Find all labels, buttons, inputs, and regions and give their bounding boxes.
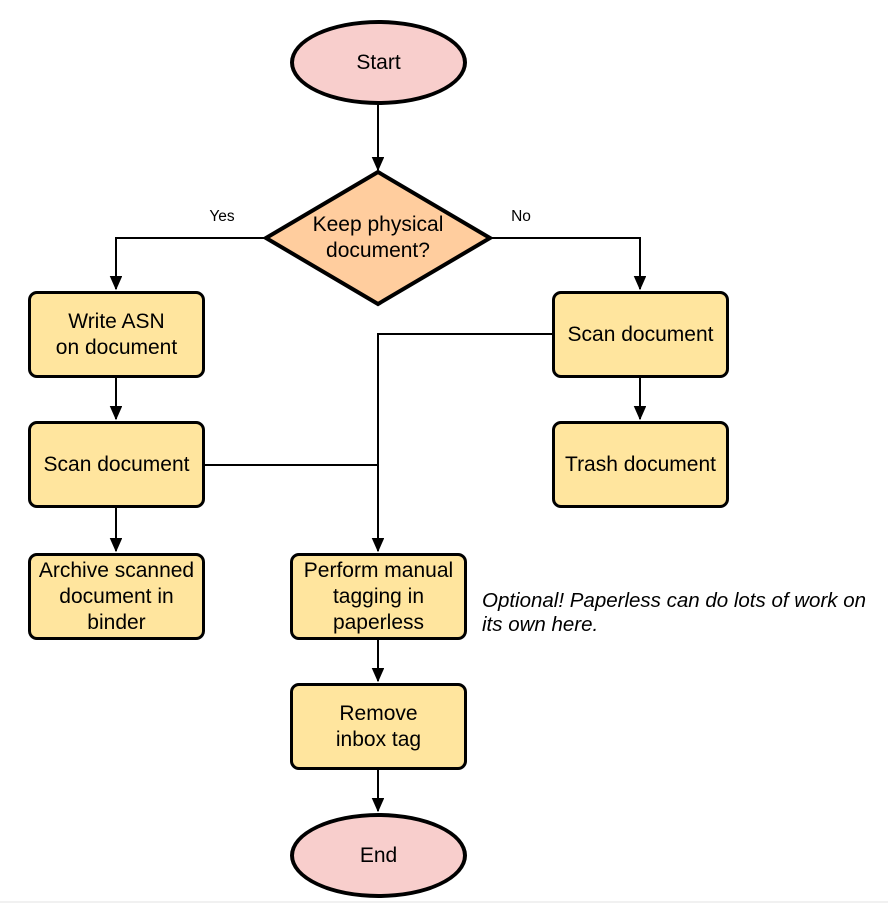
page-bottom-divider <box>0 901 888 903</box>
node-scan-document-right-label: Scan document <box>567 322 714 346</box>
node-decision-shape <box>262 169 494 307</box>
node-scan-document-left-label: Scan document <box>43 452 190 476</box>
node-end: End <box>290 813 467 898</box>
node-manual-tagging: Perform manual tagging in paperless <box>290 553 467 640</box>
node-decision: Keep physical document? <box>278 210 478 266</box>
node-write-asn: Write ASN on document <box>28 291 205 378</box>
node-start: Start <box>290 20 467 105</box>
edge-scan-right-to-tagging <box>378 333 552 551</box>
node-scan-document-left: Scan document <box>28 421 205 508</box>
node-write-asn-label: Write ASN on document <box>55 309 178 359</box>
node-remove-inbox-tag: Remove inbox tag <box>290 683 467 770</box>
optional-note: Optional! Paperless can do lots of work … <box>482 589 867 636</box>
node-trash-document-label: Trash document <box>565 452 716 476</box>
node-manual-tagging-label: Perform manual tagging in paperless <box>303 558 454 634</box>
node-trash-document: Trash document <box>552 421 729 508</box>
node-start-label: Start <box>356 50 401 74</box>
node-scan-document-right: Scan document <box>552 291 729 378</box>
node-remove-inbox-tag-label: Remove inbox tag <box>335 701 422 751</box>
node-archive-binder: Archive scanned document in binder <box>28 553 205 640</box>
edge-decision-yes-to-write-asn <box>116 237 266 289</box>
node-end-label: End <box>359 843 398 867</box>
edge-decision-no-to-scan-right <box>490 237 640 289</box>
node-decision-label: Keep physical document? <box>312 213 444 262</box>
edge-label-no: No <box>511 208 531 225</box>
edge-label-yes: Yes <box>209 208 235 225</box>
node-archive-binder-label: Archive scanned document in binder <box>38 558 195 634</box>
